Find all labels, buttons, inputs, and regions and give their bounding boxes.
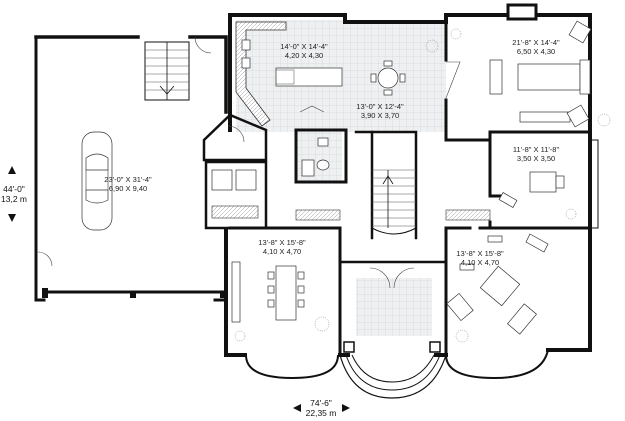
built-ins <box>211 169 491 221</box>
overall-depth-imperial: 44'-0" <box>3 184 25 194</box>
nook-dims-imperial: 13'-0" X 12'-4" <box>356 102 404 111</box>
interior-walls <box>202 20 592 357</box>
garage-dims-metric: 6,90 X 9,40 <box>109 184 147 193</box>
dining-dims-metric: 4,10 X 4,70 <box>263 247 301 256</box>
bathroom-fixtures <box>301 137 330 177</box>
kitchen-cabinets <box>235 21 343 127</box>
family-room-dims-metric: 6,50 X 4,30 <box>517 47 555 56</box>
breakfast-table <box>370 60 406 96</box>
overall-depth-marker: 44'-0" 13,2 m <box>1 166 27 222</box>
family-room-furniture <box>425 20 611 128</box>
garage-dims-imperial: 23'-0" X 31'-4" <box>104 175 152 184</box>
living-dims-metric: 4,10 X 4,70 <box>461 258 499 267</box>
doors <box>227 61 461 289</box>
overall-width-metric: 22,35 m <box>306 408 337 418</box>
bay-windows <box>245 341 549 399</box>
dining-dims-imperial: 13'-8" X 15'-8" <box>258 238 306 247</box>
living-room-furniture <box>446 233 549 343</box>
family-room-dims-imperial: 21'-8" X 14'-4" <box>512 38 560 47</box>
dining-room-furniture <box>231 261 330 342</box>
kitchen-dims-metric: 4,20 X 4,30 <box>285 51 323 60</box>
main-stairs <box>371 169 417 235</box>
nook-dims-metric: 3,90 X 3,70 <box>361 111 399 120</box>
living-dims-imperial: 13'-8" X 15'-8" <box>456 249 504 258</box>
exterior-walls <box>224 3 592 357</box>
study-dims-metric: 3,50 X 3,50 <box>517 154 555 163</box>
kitchen-dims-imperial: 14'-0" X 14'-4" <box>280 42 328 51</box>
overall-depth-metric: 13,2 m <box>1 194 27 204</box>
overall-width-imperial: 74'-6" <box>310 398 332 408</box>
overall-width-marker: 74'-6" 22,35 m <box>293 398 350 418</box>
garage-stairs <box>144 41 190 101</box>
car-icon <box>81 131 113 231</box>
study-dims-imperial: 11'-8" X 11'-8" <box>513 145 560 154</box>
garage: 23'-0" X 31'-4" 6,90 X 9,40 <box>34 35 228 302</box>
study-furniture <box>498 139 599 229</box>
